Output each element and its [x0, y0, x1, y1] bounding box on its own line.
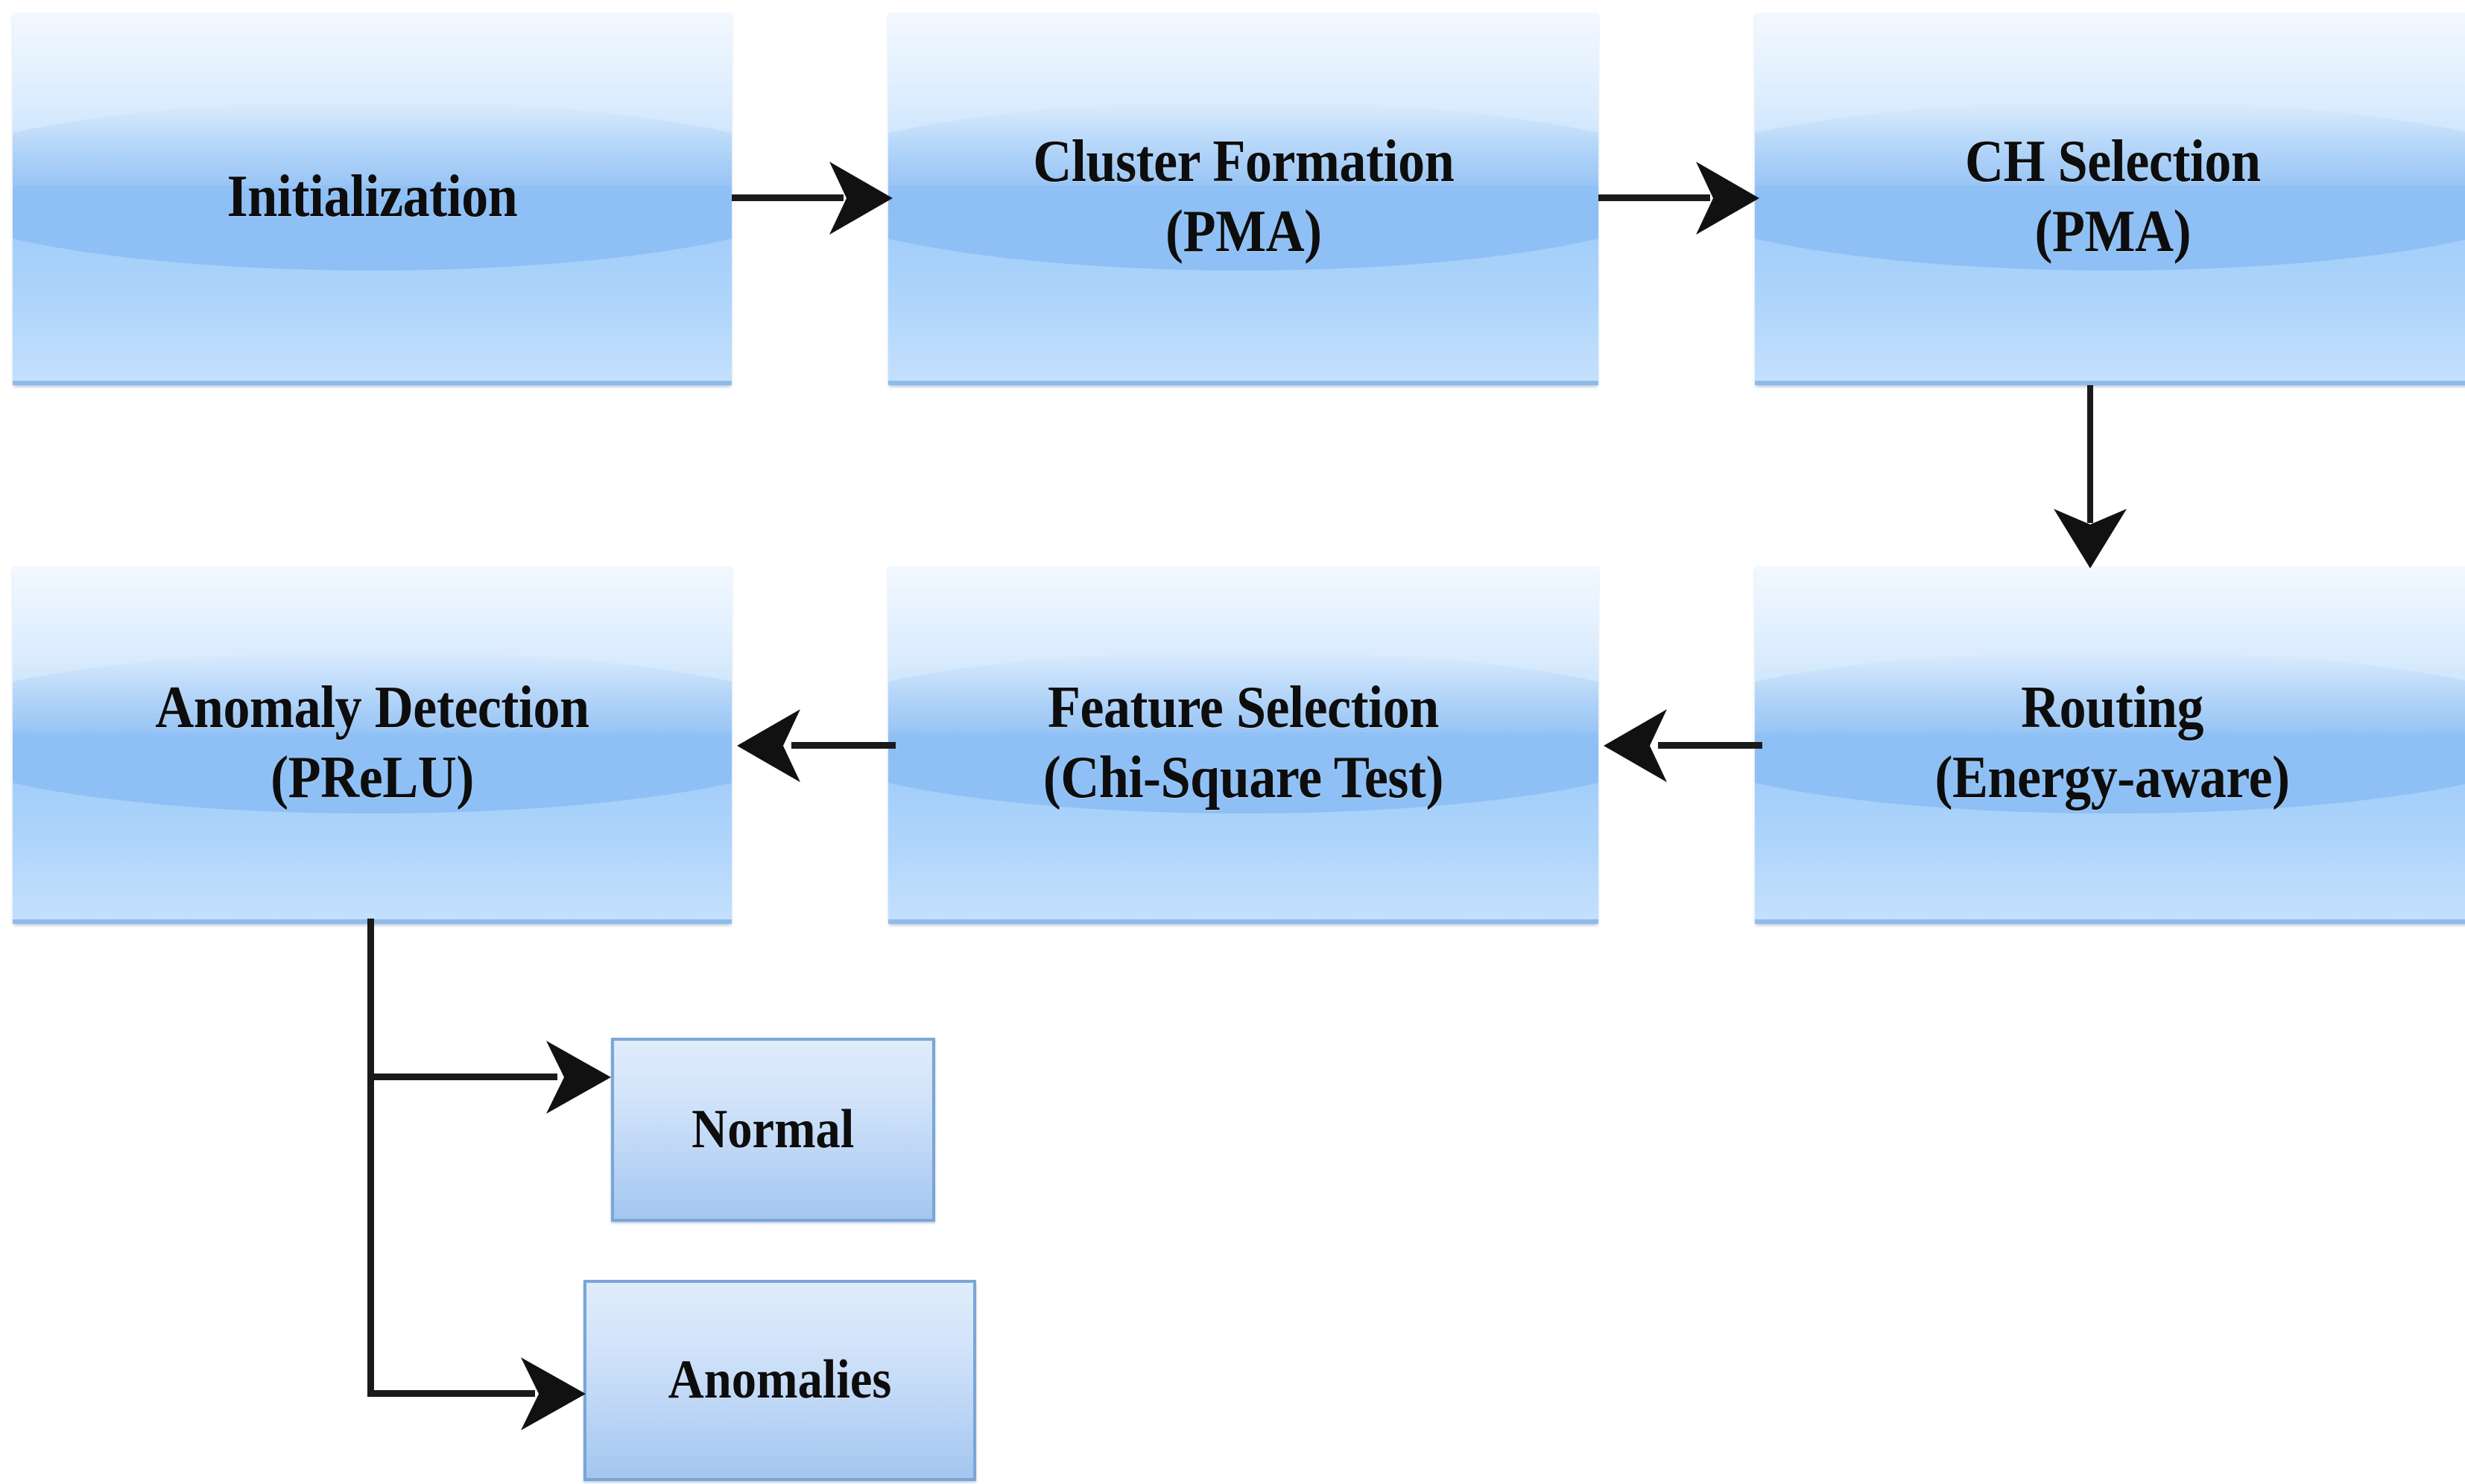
node-line-secondary: (Chi-Square Test) [1042, 745, 1444, 811]
node-line-primary: Cluster Formation [1033, 128, 1454, 194]
node-line-primary: CH Selection [1964, 128, 2261, 194]
node-line-primary: Initialization [227, 163, 518, 229]
connector-routing-to-feature-line [1658, 742, 1762, 749]
connector-anomaly-trunk-line [367, 919, 374, 1396]
connector-cluster-to-ch-arrowhead [1694, 157, 1761, 239]
node-cluster-formation-label: Cluster Formation (PMA) [1025, 127, 1462, 267]
connector-init-to-cluster-arrowhead [827, 157, 894, 239]
node-initialization-label: Initialization [219, 162, 525, 232]
connector-routing-to-feature-arrowhead [1602, 705, 1669, 787]
node-feature-selection-label: Feature Selection (Chi-Square Test) [1035, 673, 1452, 814]
node-anomaly-detection-label: Anomaly Detection (PReLU) [148, 673, 598, 814]
connector-feature-to-anomaly-arrowhead [735, 705, 803, 787]
node-normal-label: Normal [692, 1098, 855, 1160]
node-initialization[interactable]: Initialization [13, 13, 732, 385]
connector-ch-to-routing-arrowhead [2049, 507, 2131, 570]
node-line-secondary: (PMA) [1165, 199, 1322, 264]
node-routing[interactable]: Routing (Energy-aware) [1755, 566, 2465, 924]
connector-anomaly-to-normal-line [367, 1074, 557, 1080]
node-feature-selection[interactable]: Feature Selection (Chi-Square Test) [888, 566, 1598, 924]
connector-init-to-cluster-line [732, 194, 844, 201]
node-line-primary: Feature Selection [1048, 674, 1439, 741]
node-routing-label: Routing (Energy-aware) [1927, 673, 2298, 814]
node-ch-selection[interactable]: CH Selection (PMA) [1755, 13, 2465, 385]
node-anomalies[interactable]: Anomalies [583, 1280, 976, 1481]
node-line-secondary: (PMA) [2034, 199, 2191, 264]
connector-ch-to-routing-line [2087, 385, 2093, 523]
node-line-secondary: (Energy-aware) [1934, 745, 2291, 811]
node-line-primary: Routing [2021, 674, 2204, 741]
node-line-primary: Anomaly Detection [155, 674, 589, 741]
connector-cluster-to-ch-line [1598, 194, 1710, 201]
node-cluster-formation[interactable]: Cluster Formation (PMA) [888, 13, 1598, 385]
connector-anomaly-to-anomalies-arrowhead [519, 1353, 587, 1435]
node-anomalies-label: Anomalies [668, 1349, 892, 1411]
node-anomaly-detection[interactable]: Anomaly Detection (PReLU) [13, 566, 732, 924]
connector-feature-to-anomaly-line [791, 742, 896, 749]
connector-anomaly-to-anomalies-line [367, 1390, 535, 1397]
node-ch-selection-label: CH Selection (PMA) [1957, 127, 2268, 267]
node-line-secondary: (PReLU) [270, 745, 474, 811]
connector-anomaly-to-normal-arrowhead [544, 1036, 613, 1118]
node-normal[interactable]: Normal [611, 1038, 935, 1222]
